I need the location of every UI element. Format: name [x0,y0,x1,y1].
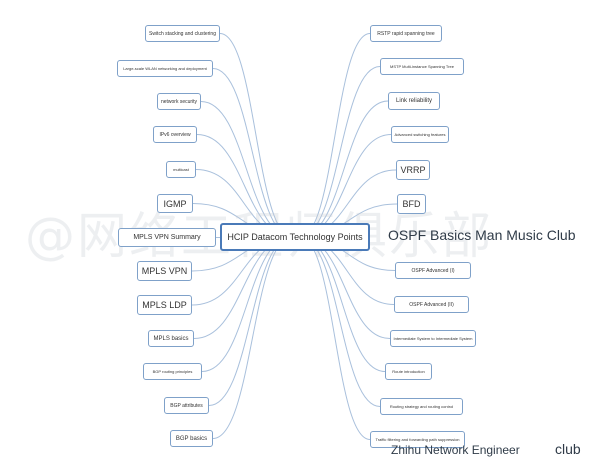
banner-text: OSPF Basics Man Music Club [388,227,576,243]
left-node: MPLS LDP [137,295,192,315]
right-node: Intermediate System to Intermediate Syst… [390,330,476,347]
left-node: BGP routing principles [143,363,202,380]
right-node: RSTP rapid spanning tree [370,25,442,42]
left-node: IGMP [157,194,193,213]
right-node: BFD [397,194,426,214]
footer-club: club [555,441,581,457]
left-node: MPLS VPN [137,261,192,281]
right-node: MSTP Multi-instance Spanning Tree [380,58,464,75]
right-node: VRRP [396,160,430,180]
left-node: network security [157,93,201,110]
left-node: MPLS basics [148,330,194,347]
right-node: Advanced switching features [391,126,449,143]
right-node: Traffic filtering and forwarding path su… [370,431,465,448]
right-node: OSPF Advanced (I) [395,262,471,279]
central-topic: HCIP Datacom Technology Points [220,223,370,251]
right-node: Link reliability [388,92,440,110]
left-node: Large-scale WLAN networking and deployme… [117,60,213,77]
left-node: Switch stacking and clustering [145,25,220,42]
right-node: OSPF Advanced (II) [394,296,469,313]
footer-author: Zhihu Network Engineer [391,443,520,457]
left-node: BGP attributes [164,397,209,414]
left-node: MPLS VPN Summary [118,228,216,247]
right-node: Routing strategy and routing control [380,398,463,415]
left-node: multicast [166,161,196,178]
right-node: Route introduction [385,363,432,380]
left-node: IPv6 overview [153,126,197,143]
left-node: BGP basics [170,430,213,447]
